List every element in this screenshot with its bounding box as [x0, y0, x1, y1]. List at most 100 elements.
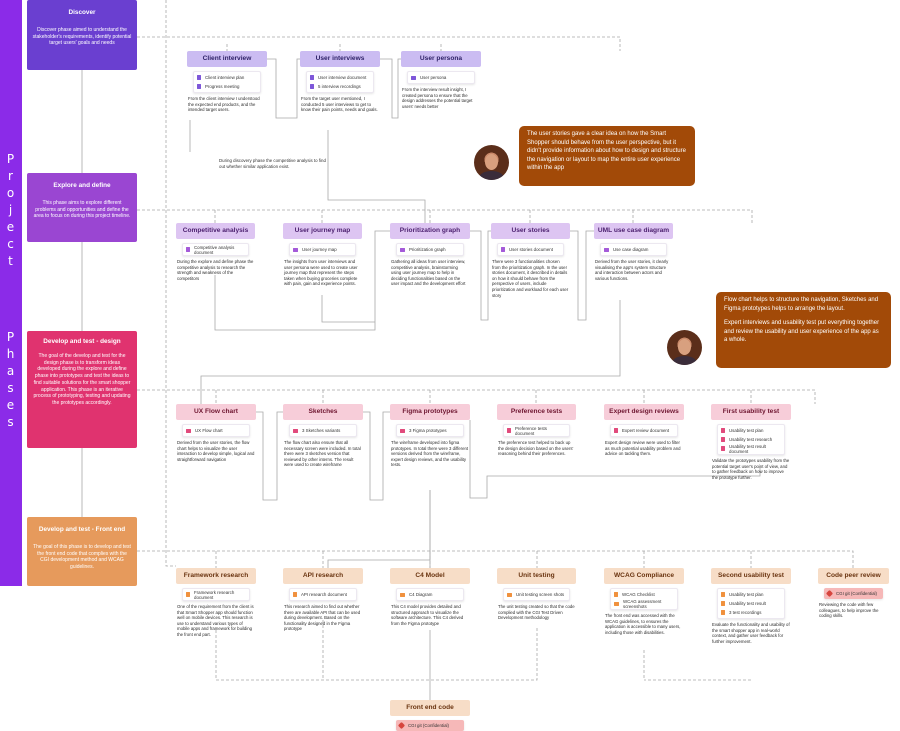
- deliverable-item[interactable]: Usability test research: [718, 435, 784, 444]
- image-icon: [411, 75, 416, 80]
- deliverable-item[interactable]: CGI git (Confidential): [824, 589, 883, 598]
- deliverable-item[interactable]: 3 test recordings: [718, 608, 784, 617]
- connector-line: [214, 230, 390, 331]
- spine-letter: P: [6, 152, 16, 166]
- node-title: First usability test: [711, 404, 791, 420]
- connector-line: [570, 230, 594, 321]
- node-deliverables: Expert review document: [610, 424, 678, 437]
- connector-line: [363, 411, 390, 501]
- connector-line: [430, 628, 538, 681]
- document-icon: [501, 247, 505, 252]
- deliverable-item[interactable]: User stories document: [498, 245, 563, 254]
- deliverable-item[interactable]: User interview document: [307, 73, 373, 82]
- node-deliverables: User persona: [407, 71, 475, 84]
- connector-line: [137, 36, 621, 51]
- deliverable-item[interactable]: 5 interview recordings: [307, 82, 373, 91]
- deliverable-item[interactable]: API research document: [290, 590, 356, 599]
- deliverable-item[interactable]: Usability test plan: [718, 426, 784, 435]
- document-icon: [721, 592, 725, 597]
- node-description: Evaluate the functionality and usability…: [712, 622, 790, 644]
- deliverable-label: UX Flow chart: [195, 428, 223, 433]
- deliverable-item[interactable]: Progress meeting: [194, 82, 260, 91]
- deliverable-item[interactable]: Usability test result: [718, 599, 784, 608]
- node-deliverables: Use case diagram: [600, 243, 667, 256]
- deliverable-item[interactable]: Preference tests document: [504, 426, 569, 436]
- document-icon: [614, 428, 618, 433]
- deliverable-label: Client interview plan: [205, 75, 245, 80]
- deliverable-label: Usability test plan: [729, 592, 764, 597]
- connector-line: [380, 58, 401, 119]
- deliverable-item[interactable]: Competitive analysis document: [183, 245, 248, 255]
- phase-description: This phase aims to explore different pro…: [33, 200, 131, 220]
- deliverable-item[interactable]: Framework research document: [183, 590, 249, 600]
- project-phases-spine: [0, 0, 22, 586]
- node-title: Preference tests: [497, 404, 576, 420]
- deliverable-item[interactable]: Prioritization graph: [397, 245, 463, 254]
- connector-line: [200, 300, 621, 404]
- deliverable-item[interactable]: Expert review document: [611, 426, 677, 435]
- speech-bubble-flow-chart: Flow chart helps to structure the naviga…: [716, 292, 891, 368]
- deliverable-item[interactable]: Usability test result document: [718, 443, 784, 454]
- document-icon: [721, 437, 725, 442]
- node-description: From the client interview I understood t…: [188, 96, 260, 113]
- node-deliverables: UX Flow chart: [182, 424, 250, 437]
- node-deliverables: Unit testing screen shots: [503, 588, 570, 601]
- deliverable-label: Expert review document: [622, 428, 670, 433]
- image-icon: [293, 247, 298, 252]
- deliverable-label: C4 Diagram: [409, 592, 433, 597]
- spine-letter: e: [6, 398, 16, 412]
- deliverable-item[interactable]: Use case diagram: [601, 245, 666, 254]
- deliverable-item[interactable]: Usability test plan: [718, 590, 784, 599]
- image-icon: [604, 247, 609, 252]
- spine-letter: s: [7, 381, 15, 395]
- node-description: The insights from user interviews and us…: [284, 259, 358, 287]
- document-icon: [721, 601, 725, 606]
- node-description: The wireframe developed into figma proto…: [391, 440, 469, 468]
- node-deliverables: 3 Figma prototypes: [396, 424, 464, 437]
- deliverable-item[interactable]: C4 Diagram: [397, 590, 463, 599]
- deliverable-label: Usability test research: [729, 437, 773, 442]
- deliverable-label: 3 Figma prototypes: [409, 428, 447, 433]
- node-title: API research: [283, 568, 363, 584]
- deliverable-item[interactable]: User persona: [408, 73, 474, 82]
- deliverable-label: Usability test result: [729, 601, 766, 606]
- connector-line: [327, 490, 431, 568]
- node-title: User stories: [491, 223, 570, 239]
- document-icon: [293, 592, 297, 597]
- node-deliverables: CGI git (Confidential): [396, 720, 464, 731]
- connector-line: [137, 209, 753, 223]
- deliverable-label: 3 Sketches variants: [302, 428, 341, 433]
- node-title: User journey map: [283, 223, 362, 239]
- connector-line: [321, 295, 375, 323]
- lock-icon: [397, 721, 406, 730]
- deliverable-item[interactable]: WCAG Checklist: [611, 590, 677, 599]
- deliverable-item[interactable]: Unit testing screen shots: [504, 590, 569, 599]
- deliverable-item[interactable]: User journey map: [290, 245, 355, 254]
- deliverable-item[interactable]: 3 Figma prototypes: [397, 426, 463, 435]
- deliverable-label: User persona: [420, 75, 447, 80]
- deliverable-label: Usability test result document: [729, 443, 766, 454]
- deliverable-item[interactable]: UX Flow chart: [183, 426, 249, 435]
- node-title: UX Flow chart: [176, 404, 256, 420]
- deliverable-item[interactable]: WCAG assessment screenshots: [611, 599, 677, 609]
- node-deliverables: Framework research document: [182, 588, 250, 601]
- deliverable-item[interactable]: Client interview plan: [194, 73, 260, 82]
- image-icon: [400, 247, 405, 252]
- spine-letter: r: [8, 169, 14, 183]
- node-description: One of the requirement from the client i…: [177, 604, 254, 637]
- node-description: Expert design review were used to filter…: [605, 440, 681, 457]
- deliverable-label: Usability test plan: [729, 428, 764, 433]
- node-title: WCAG Compliance: [604, 568, 684, 584]
- deliverable-item[interactable]: CGI git (Confidential): [396, 721, 464, 730]
- deliverable-item[interactable]: 3 Sketches variants: [290, 426, 356, 435]
